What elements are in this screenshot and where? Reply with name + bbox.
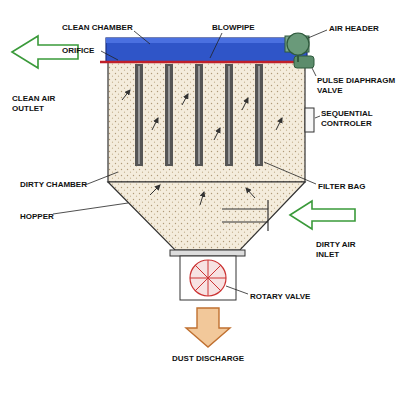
rotary-valve-body	[180, 256, 236, 300]
blowpipe	[100, 61, 300, 64]
clean-chamber-top	[106, 38, 307, 43]
part-label: ORIFICE	[62, 46, 94, 56]
part-label: CLEAN AIR OUTLET	[12, 94, 74, 114]
hopper-cone	[108, 182, 305, 250]
flow-arrows	[122, 90, 282, 205]
rotary-valve-vanes	[190, 260, 226, 296]
part-label: HOPPER	[20, 212, 54, 222]
part-label: SEQUENTIAL CONTROLER	[321, 109, 397, 129]
rotary-valve	[190, 260, 226, 296]
part-label: AIR HEADER	[329, 24, 379, 34]
part-label: ROTARY VALVE	[250, 292, 310, 302]
part-label: BLOWPIPE	[212, 23, 255, 33]
part-label: DIRTY AIR INLET	[316, 240, 376, 260]
flange	[170, 250, 245, 256]
dirty-air-arrow	[290, 201, 355, 229]
part-label: FILTER BAG	[318, 182, 365, 192]
part-label: DIRTY CHAMBER	[20, 180, 87, 190]
clean-chamber	[106, 38, 307, 62]
valve-stem	[297, 55, 299, 62]
air-header	[287, 33, 309, 55]
part-label: DUST DISCHARGE	[172, 354, 244, 364]
sequential-controller	[305, 108, 314, 132]
filter-bags	[135, 64, 263, 166]
part-label: CLEAN CHAMBER	[62, 23, 133, 33]
leader-lines	[53, 30, 327, 294]
dust-arrow	[186, 308, 230, 347]
dirty-chamber-body	[108, 62, 305, 182]
inlet-pipe	[222, 200, 268, 231]
part-label: PULSE DIAPHRAGM VALVE	[317, 76, 397, 96]
pulse-valve	[294, 56, 314, 68]
